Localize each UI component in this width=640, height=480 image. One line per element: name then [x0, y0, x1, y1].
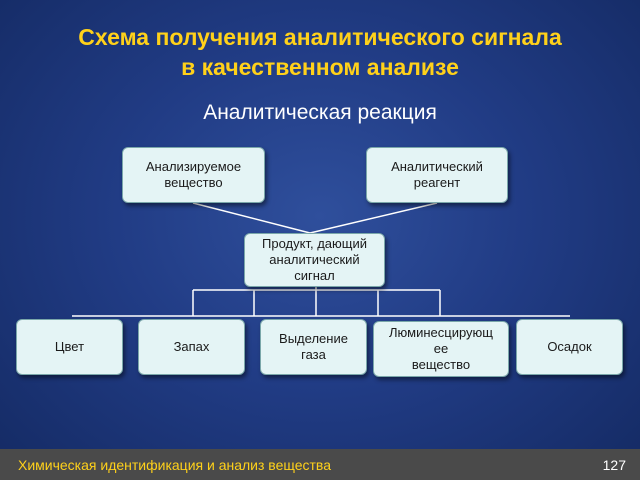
- node-precipitate: Осадок: [516, 319, 623, 375]
- footer-bar: Химическая идентификация и анализ вещест…: [0, 449, 640, 480]
- node-label-line: Анализируемое: [145, 159, 242, 174]
- node-label-line: газа: [301, 347, 326, 362]
- node-label-line: Запах: [173, 339, 210, 354]
- connector-reagent-product: [309, 202, 438, 234]
- node-label-line: Выделение: [279, 331, 348, 346]
- node-label: Цвет: [55, 339, 84, 355]
- node-label-line: вещество: [164, 175, 223, 190]
- node-label-line: Цвет: [54, 339, 85, 354]
- node-label-line: Аналитический: [391, 159, 483, 174]
- page-number: 127: [602, 457, 626, 473]
- node-label: Осадок: [547, 339, 591, 355]
- node-label-line: Осадок: [547, 339, 592, 354]
- node-label-line: реагент: [413, 175, 461, 190]
- node-label-line: вещество: [411, 357, 471, 372]
- node-color: Цвет: [16, 319, 123, 375]
- node-smell: Запах: [138, 319, 245, 375]
- footer-text: Химическая идентификация и анализ вещест…: [18, 457, 331, 473]
- slide-title-line-2: в качественном анализе: [181, 54, 459, 80]
- slide-subtitle: Аналитическая реакция: [203, 101, 437, 124]
- node-label-line: сигнал: [294, 268, 335, 283]
- node-label-line: ее: [433, 341, 449, 356]
- node-label: Запах: [174, 339, 210, 355]
- node-label-line: аналитический: [269, 252, 360, 267]
- connector-analyte-product: [192, 202, 311, 234]
- node-label-line: Люминесцирующ: [389, 325, 493, 340]
- node-label-line: Продукт, дающий: [262, 236, 367, 251]
- slide-title-line-1: Схема получения аналитического сигнала: [78, 24, 562, 50]
- slide-title: Схема получения аналитического сигнала в…: [0, 22, 640, 82]
